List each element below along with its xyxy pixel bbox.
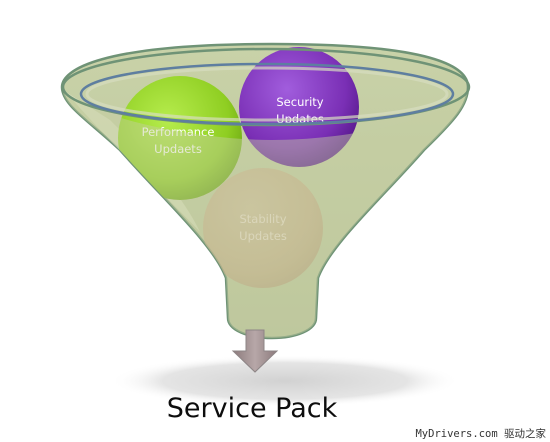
performance-label-line1: Performance <box>142 125 215 139</box>
floor-shadow <box>110 355 460 407</box>
watermark-text: MyDrivers.com 驱动之家 <box>415 427 546 440</box>
security-label-line1: Security <box>276 95 323 109</box>
output-arrow <box>231 329 279 373</box>
performance-updates-ball: Performance Updaets <box>118 76 242 200</box>
performance-label-line2: Updaets <box>154 142 202 156</box>
stability-label-line2: Updates <box>239 229 287 243</box>
funnel-rim-inner <box>79 62 455 126</box>
service-pack-label: Service Pack <box>167 393 338 424</box>
stability-updates-ball: Stability Updates <box>203 168 323 288</box>
stability-label-line1: Stability <box>239 212 286 226</box>
funnel-rim-inner-highlight <box>85 66 449 122</box>
